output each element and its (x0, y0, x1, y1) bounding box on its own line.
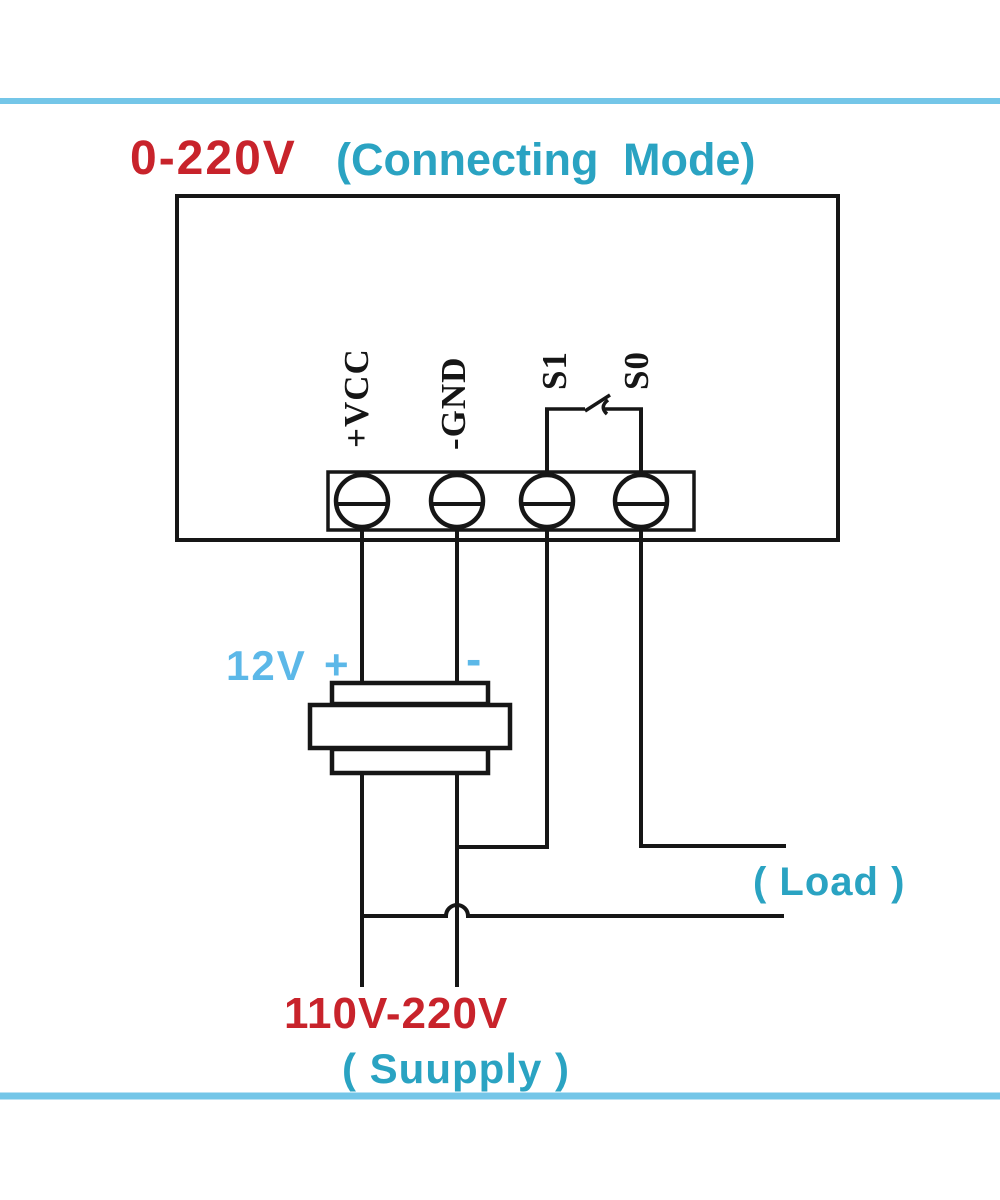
power-adapter-icon (307, 680, 513, 776)
screw-terminals (333, 472, 670, 530)
adapter-body (307, 702, 513, 751)
pin-label-s0: S0 (617, 351, 656, 390)
wire-load-return (362, 903, 784, 918)
dc-voltage-label: 12V (226, 642, 307, 689)
adapter-bottom (329, 746, 491, 776)
dc-minus-label: - (466, 633, 482, 685)
dc-plus-label: + (324, 641, 349, 688)
supply-voltage-label: 110V-220V (284, 989, 509, 1038)
wire-s1 (457, 505, 549, 849)
screw-terminal-gnd (428, 472, 486, 530)
wire-s0 (639, 505, 786, 848)
adapter-top (329, 680, 491, 707)
switch-blade (584, 393, 611, 413)
switch-contact (601, 398, 610, 416)
wires (360, 409, 786, 987)
title-voltage-range: 0-220V (130, 132, 297, 185)
pin-label-s1: S1 (535, 351, 574, 390)
supply-label: ( Suupply ) (342, 1045, 570, 1092)
switch-icon (545, 393, 643, 416)
pin-label-gnd: -GND (434, 356, 473, 450)
screw-terminal-vcc (333, 472, 391, 530)
title-mode: (Connecting Mode) (336, 134, 756, 185)
module-outline (175, 194, 840, 542)
load-label: ( Load ) (753, 860, 906, 904)
screw-terminal-s1 (518, 472, 576, 530)
pin-label-vcc: +VCC (337, 348, 376, 448)
screw-terminal-s0 (612, 472, 670, 530)
